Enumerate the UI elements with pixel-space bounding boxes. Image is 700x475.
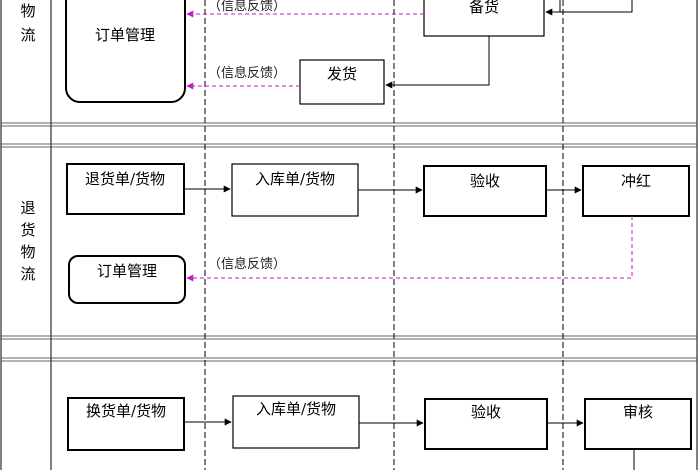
- inspection-label: 验收: [470, 172, 500, 190]
- return-doc-node: [66, 163, 185, 215]
- inbound-doc-node: [232, 395, 360, 449]
- return-logistics-lane: 退货单/货物 入库单/货物 验收 冲红 订单管理 （信息反馈）: [66, 163, 690, 304]
- order-management-label: 订单管理: [95, 26, 155, 44]
- reverse-entry-node: [582, 165, 690, 217]
- inspection-label: 验收: [471, 403, 501, 421]
- feedback-label: （信息反馈）: [208, 256, 286, 272]
- inspection-node: [424, 398, 548, 450]
- lane-title-char: 物: [20, 2, 35, 20]
- column-guides: [204, 0, 564, 470]
- ship-label: 发货: [327, 65, 357, 83]
- reverse-entry-label: 冲红: [621, 172, 651, 190]
- exchange-doc-node: [67, 397, 185, 451]
- inbound-doc-label: 入库单/货物: [255, 170, 335, 188]
- review-label: 审核: [623, 403, 653, 421]
- exchange-doc-label: 换货单/货物: [86, 402, 166, 420]
- feedback-arrow: [186, 216, 633, 282]
- stock-prep-label: 备货: [469, 0, 499, 16]
- inspection-node: [423, 165, 547, 217]
- partial-node-edge: [559, 0, 633, 13]
- order-management-node: [65, 0, 186, 103]
- lane-title-char: 退: [20, 199, 35, 217]
- lane-title-char: 货: [20, 221, 35, 239]
- lane-title-char: 流: [20, 26, 35, 44]
- order-management-label: 订单管理: [97, 262, 157, 280]
- order-management-node: [68, 255, 186, 304]
- lane-title-char: 流: [20, 265, 35, 283]
- ship-node: [299, 59, 385, 105]
- review-node: [584, 398, 692, 450]
- stock-prep-node: [423, 0, 545, 37]
- inbound-doc-label: 入库单/货物: [256, 400, 336, 418]
- feedback-label: （信息反馈）: [208, 0, 286, 14]
- top-lane: 订单管理 备货 发货 （信息反馈） （信息反馈）: [65, 0, 633, 105]
- flow-arrow: [385, 36, 490, 89]
- return-doc-label: 退货单/货物: [85, 170, 165, 188]
- feedback-label: （信息反馈）: [208, 65, 286, 81]
- exchange-lane: 换货单/货物 入库单/货物 验收 审核: [67, 395, 692, 470]
- inbound-doc-node: [231, 163, 359, 217]
- lane-title-char: 物: [20, 243, 35, 261]
